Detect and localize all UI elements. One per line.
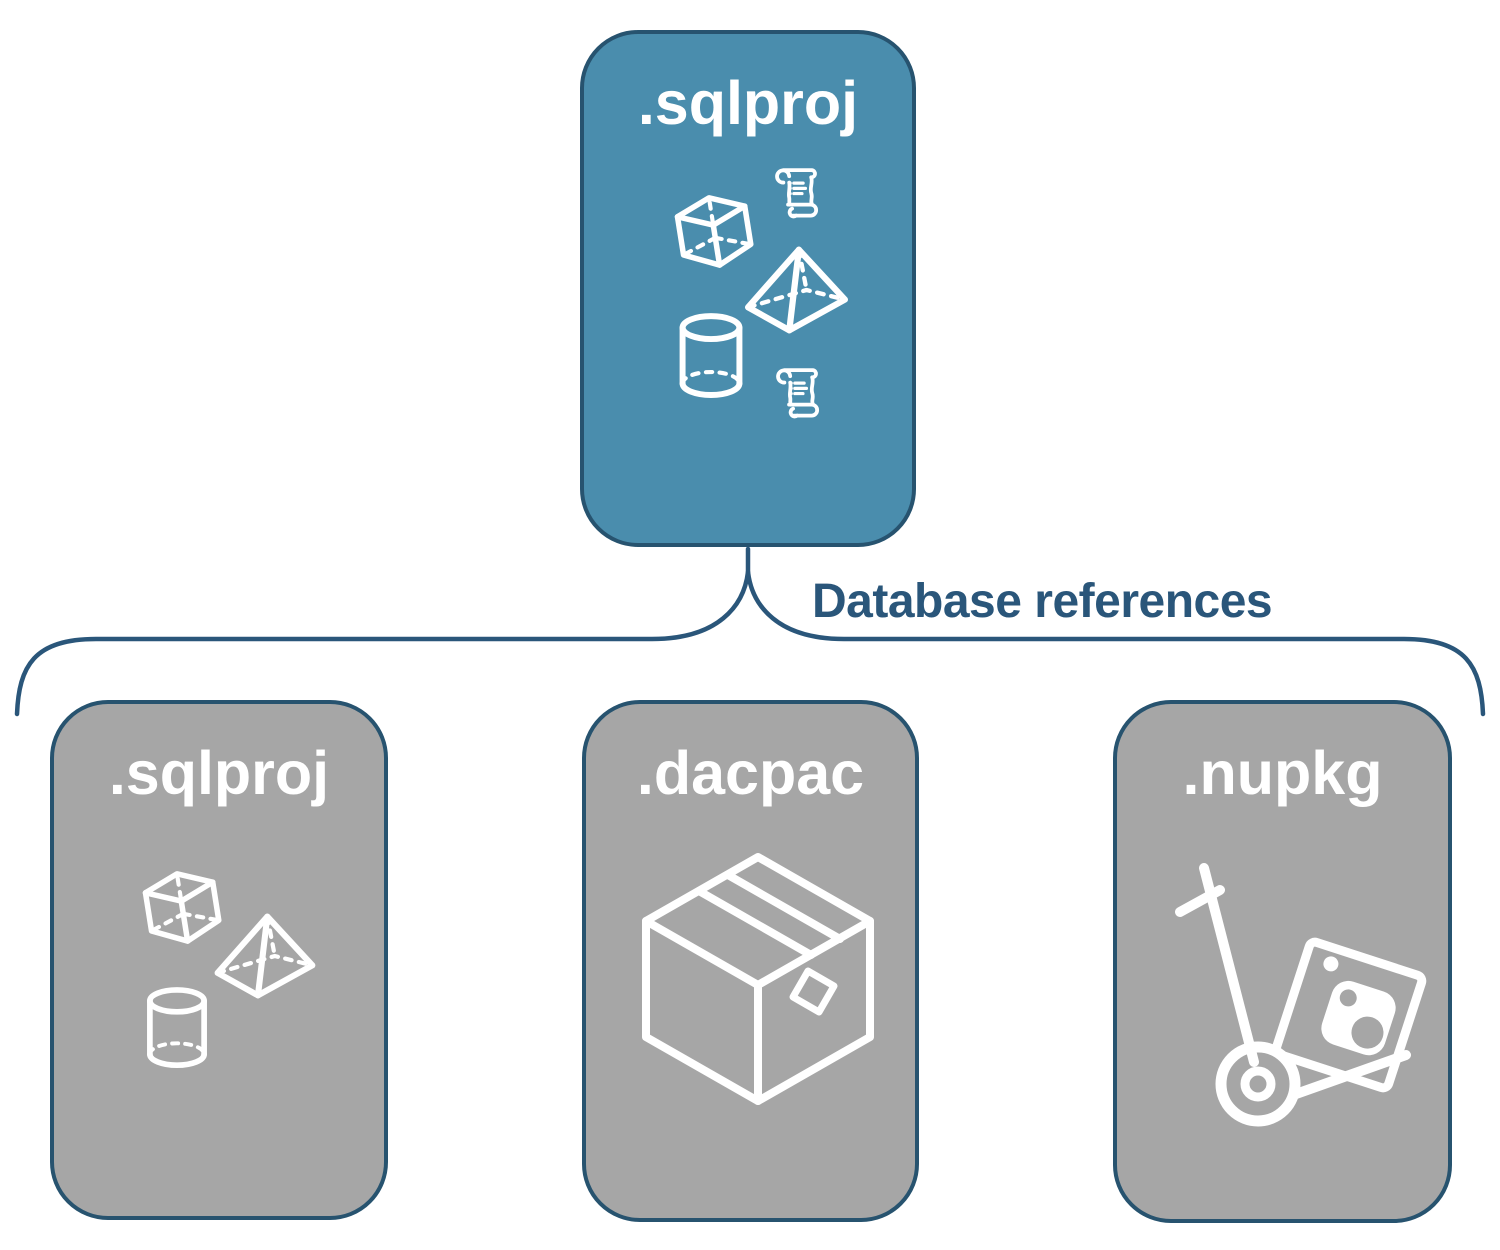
node-child-dacpac: .dacpac (582, 700, 919, 1222)
node-root-sqlproj: .sqlproj (580, 30, 916, 547)
node-child-sqlproj: .sqlproj (50, 700, 388, 1220)
node-child-nupkg: .nupkg (1113, 700, 1452, 1223)
node-root-label: .sqlproj (637, 69, 859, 137)
pyramid-icon (742, 244, 850, 336)
scroll-icon (767, 364, 825, 422)
cylinder-icon (142, 986, 212, 1070)
nuget-handtruck-icon (1174, 854, 1434, 1139)
connector-label: Database references (812, 575, 1273, 628)
cube-icon (662, 183, 767, 288)
pyramid-icon (212, 906, 317, 1006)
node-child-label: .dacpac (636, 739, 865, 807)
cylinder-icon (674, 312, 748, 400)
package-box-icon (636, 847, 880, 1122)
cube-icon (130, 859, 235, 964)
node-child-label: .nupkg (1182, 739, 1383, 807)
node-child-label: .sqlproj (108, 739, 330, 807)
scroll-icon (766, 164, 824, 222)
